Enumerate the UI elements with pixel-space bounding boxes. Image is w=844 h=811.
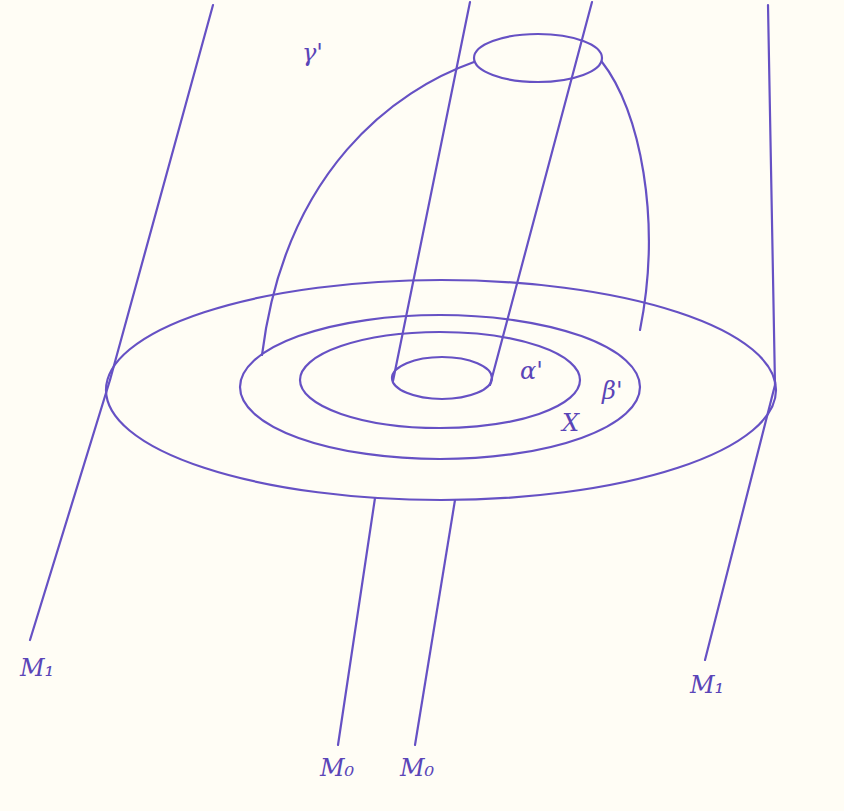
gamma-label: γ' <box>300 40 325 66</box>
cap-rim <box>474 34 602 82</box>
outer-sheet-edge <box>110 5 213 380</box>
x-curve <box>300 332 580 428</box>
cap-side <box>602 62 649 330</box>
lower-tube-edge <box>415 500 455 745</box>
manifold-label: M₁ <box>18 655 56 681</box>
tube-hole <box>392 357 492 399</box>
disc-outline <box>106 280 776 500</box>
manifold-label: M₀ <box>318 755 356 781</box>
manifold-label: M₁ <box>688 672 726 698</box>
outer-sheet-edge <box>30 380 110 640</box>
cap-side <box>262 62 474 355</box>
beta-label: β' <box>600 378 624 404</box>
beta-curve <box>240 315 640 459</box>
upper-tube-edge <box>393 2 470 381</box>
outer-sheet-edge <box>768 5 775 385</box>
upper-tube-edge <box>490 2 592 385</box>
x-label: X <box>560 410 581 436</box>
outer-sheet-edge <box>705 385 775 660</box>
alpha-label: α' <box>518 358 545 384</box>
lower-tube-edge <box>338 498 375 745</box>
manifold-label: M₀ <box>398 755 436 781</box>
